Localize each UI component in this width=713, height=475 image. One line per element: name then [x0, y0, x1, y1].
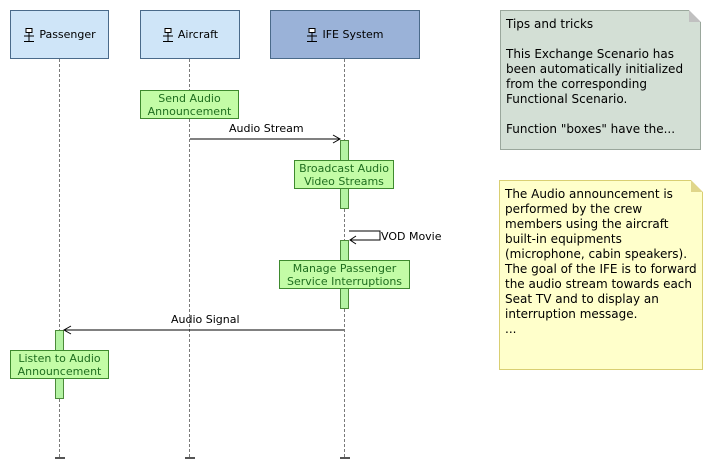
note-body: This Exchange Scenario has been automati… — [506, 47, 684, 106]
actor-icon — [24, 27, 35, 42]
note-description[interactable]: The Audio announcement is performed by t… — [499, 180, 703, 370]
message-label-vod-movie: VOD Movie — [381, 230, 442, 243]
note-fold-corner — [691, 180, 703, 192]
function-manage-passenger-service-interruptions[interactable]: Manage Passenger Service Interruptions — [279, 260, 410, 289]
actor-label: Aircraft — [177, 28, 219, 41]
actor-label: IFE System — [322, 28, 384, 41]
note-tips-and-tricks[interactable]: Tips and tricks This Exchange Scenario h… — [500, 10, 701, 150]
lifeline-end — [55, 457, 65, 459]
actor-ife-system[interactable]: IFE System — [270, 10, 420, 59]
actor-aircraft[interactable]: Aircraft — [140, 10, 240, 59]
function-broadcast-audio-video-streams[interactable]: Broadcast Audio Video Streams — [294, 160, 394, 189]
actor-icon — [307, 27, 318, 42]
note-more: Function "boxes" have the... — [506, 122, 676, 136]
lifeline-end — [340, 457, 350, 459]
lifeline-aircraft — [189, 59, 190, 457]
function-send-audio-announcement[interactable]: Send Audio Announcement — [140, 90, 239, 119]
note-title: Tips and tricks — [506, 17, 594, 31]
message-label-audio-signal: Audio Signal — [171, 313, 240, 326]
actor-label: Passenger — [39, 28, 96, 41]
lifeline-end — [185, 457, 195, 459]
message-label-audio-stream: Audio Stream — [229, 122, 304, 135]
actor-icon — [162, 27, 173, 42]
function-listen-to-audio-announcement[interactable]: Listen to Audio Announcement — [10, 350, 109, 379]
actor-passenger[interactable]: Passenger — [10, 10, 109, 59]
note-text: The Audio announcement is performed by t… — [505, 187, 697, 336]
message-arrow-vod-movie — [349, 230, 381, 241]
note-fold-corner — [689, 10, 701, 22]
lifeline-passenger — [59, 59, 60, 457]
